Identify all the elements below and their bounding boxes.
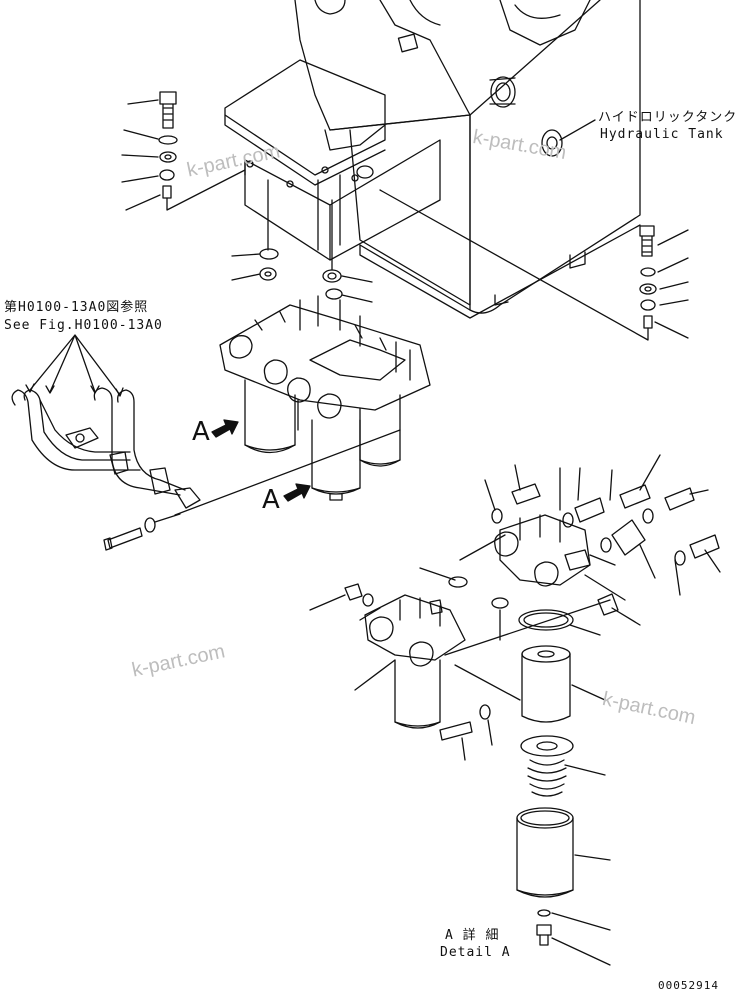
- bolt-stack-right: [379, 189, 689, 341]
- reference-label-jp: 第H0100-13A0図参照: [4, 300, 149, 315]
- detail-label-jp: A 詳 細: [445, 928, 500, 943]
- tank-label-jp: ハイドロリックタンク: [598, 110, 738, 125]
- hydraulic-tank: [224, 0, 641, 319]
- detail-a-view: [309, 454, 721, 966]
- view-marker-a-1: A: [192, 417, 210, 447]
- filter-assembly: [219, 295, 431, 501]
- bolt-stack-left: [121, 91, 246, 211]
- view-marker-a-2: A: [262, 485, 280, 515]
- reference-arrows: [25, 334, 124, 397]
- drawing-number: 00052914: [658, 979, 719, 992]
- reference-label-en: See Fig.H0100-13A0: [4, 318, 163, 333]
- washers: [231, 179, 373, 303]
- view-arrows: [211, 419, 311, 502]
- detail-label-en: Detail A: [440, 945, 511, 960]
- tank-label-en: Hydraulic Tank: [600, 127, 724, 142]
- tank-label-leader: [559, 119, 596, 141]
- piping: [11, 387, 401, 551]
